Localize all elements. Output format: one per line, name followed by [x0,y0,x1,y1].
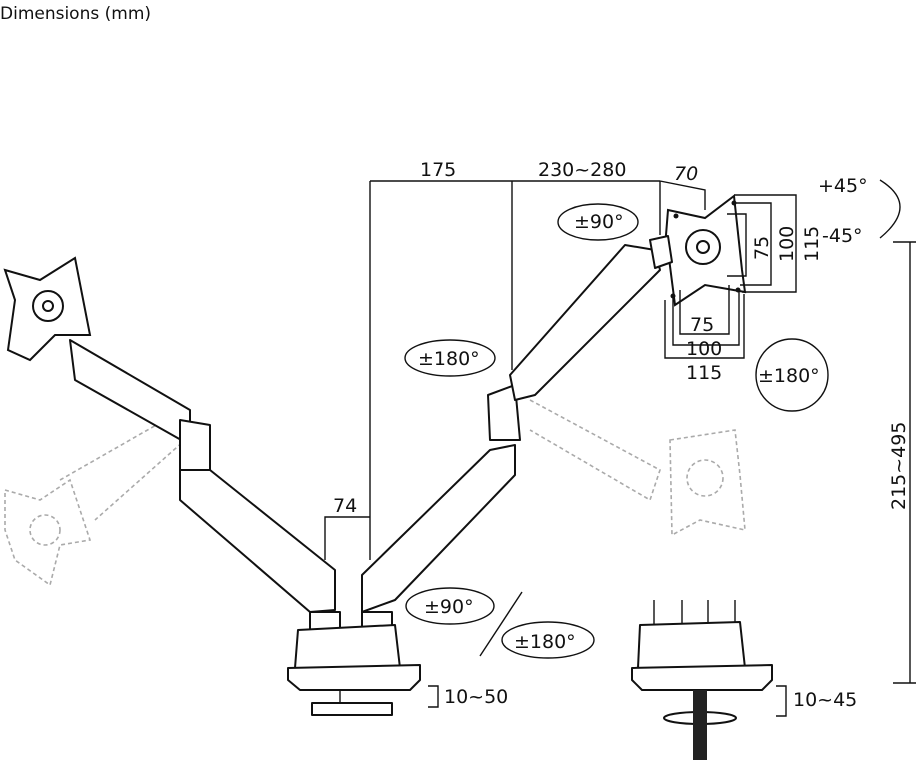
dim-clamp-thickness: 10~50 [444,686,508,708]
dim-vesa-h-100: 100 [686,338,722,360]
left-monitor-arm [3,256,341,631]
label-swivel-head: ±90° [574,211,624,233]
dim-arm-reach: 230~280 [538,159,626,181]
top-dimension-lines [369,180,706,560]
dim-vesa-v-100: 100 [776,226,798,262]
label-rotation-head: ±180° [758,365,820,387]
label-tilt-up: +45° [818,175,868,197]
dim-pole-width: 74 [333,495,357,517]
vesa-dimension-lines [664,194,797,359]
dim-arm-offset: 175 [420,159,456,181]
dim-vesa-h-115: 115 [686,362,722,384]
rotation-elbow-arrow-icon [404,339,496,377]
grommet-base [631,600,773,760]
swivel-base-arrow-icon [405,587,495,625]
label-rotation-elbow: ±180° [418,348,480,370]
rotation-base-arrow-icon [501,621,595,659]
dim-grommet-thickness: 10~45 [793,689,857,711]
dim-vesa-v-115: 115 [801,226,823,262]
label-rotation-base: ±180° [514,631,576,653]
rotation-head-arrow-icon [755,338,829,412]
desk-clamp-base [287,624,421,716]
dim-height-range: 215~495 [888,422,910,510]
ghost-arm-positions [4,399,746,587]
dim-vesa-v-75: 75 [751,236,773,260]
label-tilt-down: -45° [822,225,863,247]
diagram-title: Dimensions (mm) [0,4,152,24]
label-swivel-base: ±90° [424,596,474,618]
right-monitor-arm [361,235,673,631]
tilt-arrow-icon [879,179,901,239]
dim-vesa-h-75: 75 [690,314,714,336]
dim-tilt-head-depth: 70 [674,163,698,185]
swivel-head-arrow-icon [557,203,639,241]
vesa-plate-right [664,194,747,307]
